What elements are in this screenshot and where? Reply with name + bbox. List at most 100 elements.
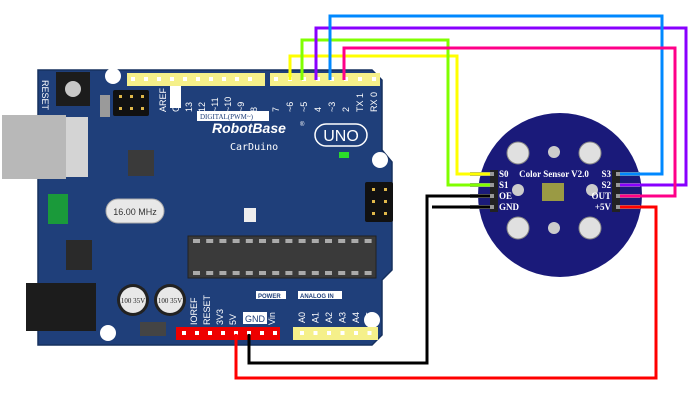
- header-pin[interactable]: [221, 331, 225, 335]
- header-pin[interactable]: [131, 77, 135, 81]
- right-header: [612, 170, 620, 212]
- pin-label: 13: [184, 102, 194, 112]
- header-pin[interactable]: [247, 331, 251, 335]
- pin-label: ~5: [299, 102, 309, 112]
- atmega-chip: [187, 235, 377, 279]
- chip-pin: [206, 271, 214, 275]
- pin-label: RESET: [202, 294, 212, 325]
- header-pin[interactable]: [248, 77, 252, 81]
- chip-pin: [311, 271, 319, 275]
- sensor-pin-label: S0: [499, 169, 509, 179]
- chip-pin: [285, 271, 293, 275]
- header-pin[interactable]: [144, 77, 148, 81]
- wires: [234, 14, 688, 380]
- pin-label: A2: [324, 312, 334, 323]
- header-pin[interactable]: [302, 77, 306, 81]
- mounting-hole: [364, 312, 380, 328]
- power-led: [339, 152, 349, 158]
- left-header: [490, 170, 498, 212]
- chip-pin: [364, 239, 372, 243]
- uno-badge-frame: [314, 123, 368, 147]
- header-pin[interactable]: [157, 77, 161, 81]
- header-pin[interactable]: [330, 77, 334, 81]
- crystal-oscillator: [105, 198, 165, 224]
- pin-label: A5: [365, 312, 375, 323]
- header-pin[interactable]: [358, 77, 362, 81]
- pin-label: RX 0: [369, 92, 379, 112]
- registered-mark: ®: [300, 121, 305, 128]
- pin-label: A1: [311, 312, 321, 323]
- header-pin[interactable]: [170, 77, 174, 81]
- pin-label: IOREF: [189, 297, 199, 325]
- header-pin[interactable]: [316, 77, 320, 81]
- capacitor: 100 35V: [117, 284, 149, 316]
- header-pin[interactable]: [182, 331, 186, 335]
- header-pin[interactable]: [234, 331, 238, 335]
- mounting-hole: [548, 222, 560, 234]
- uno-badge: UNO: [323, 128, 359, 145]
- sensor-pin-label: +5V: [595, 202, 612, 212]
- header-pin[interactable]: [235, 77, 239, 81]
- header-pin[interactable]: [354, 331, 358, 335]
- header-pin[interactable]: [367, 331, 372, 335]
- header-pin[interactable]: [300, 331, 304, 335]
- digital-header-right: [270, 73, 380, 86]
- header-pin[interactable]: [372, 77, 376, 81]
- wire-purple: [314, 26, 688, 187]
- sensor-pin-label: S1: [499, 180, 509, 190]
- chip-pin: [272, 271, 280, 275]
- model-label: CarDuino: [230, 142, 278, 153]
- header-pin[interactable]: [327, 331, 331, 335]
- wire-black-oe: [247, 194, 490, 365]
- wire-blue: [328, 14, 664, 176]
- power-label-box: [256, 291, 286, 299]
- sensor-pin-label: S3: [601, 169, 611, 179]
- header-pin[interactable]: [274, 77, 278, 81]
- header-pin[interactable]: [209, 77, 213, 81]
- header-pin[interactable]: [273, 331, 277, 335]
- header-pin[interactable]: [195, 331, 199, 335]
- header-pin[interactable]: [222, 77, 226, 81]
- diode: [140, 322, 166, 336]
- pin-label: Vin: [267, 312, 277, 325]
- tcs3200-chip: [542, 183, 564, 201]
- reset-label: RESET: [40, 80, 50, 111]
- header-pin[interactable]: [313, 331, 318, 335]
- chip-pin: [245, 271, 253, 275]
- mounting-hole: [586, 184, 598, 196]
- pin-label: A4: [351, 312, 361, 323]
- sensor-pin-label: S2: [601, 180, 611, 190]
- component: [244, 208, 256, 222]
- svg-text:100 35V: 100 35V: [121, 297, 145, 305]
- component: [100, 95, 110, 117]
- usb-port: [2, 115, 66, 179]
- pin-label: A3: [338, 312, 348, 323]
- chip-pin: [232, 271, 240, 275]
- header-pin[interactable]: [340, 331, 345, 335]
- header-pin[interactable]: [196, 77, 200, 81]
- pin-label: 8: [249, 107, 259, 112]
- chip-pin: [338, 271, 346, 275]
- chip-pin: [351, 271, 359, 275]
- chip-pin: [259, 239, 266, 243]
- pin-label: TX 1: [355, 93, 365, 112]
- header-pin[interactable]: [183, 77, 187, 81]
- digital-label-box: [197, 111, 269, 121]
- sensor-title: Color Sensor V2.0: [519, 169, 589, 179]
- header-pin[interactable]: [208, 331, 212, 335]
- chip-pin: [219, 271, 227, 275]
- capacitor: 100 35V: [154, 284, 186, 316]
- chip-pin: [193, 239, 200, 243]
- header-pin[interactable]: [344, 77, 348, 81]
- chip-pin: [311, 239, 319, 243]
- mounting-hole: [512, 184, 524, 196]
- voltage-regulator: [66, 240, 92, 270]
- analog-label: ANALOG IN: [300, 294, 334, 300]
- power-label: POWER: [258, 294, 281, 300]
- led: [506, 141, 530, 165]
- chip-pin: [219, 239, 227, 243]
- chip-pin: [325, 239, 332, 243]
- chip-pin: [298, 271, 306, 275]
- header-pin[interactable]: [260, 331, 264, 335]
